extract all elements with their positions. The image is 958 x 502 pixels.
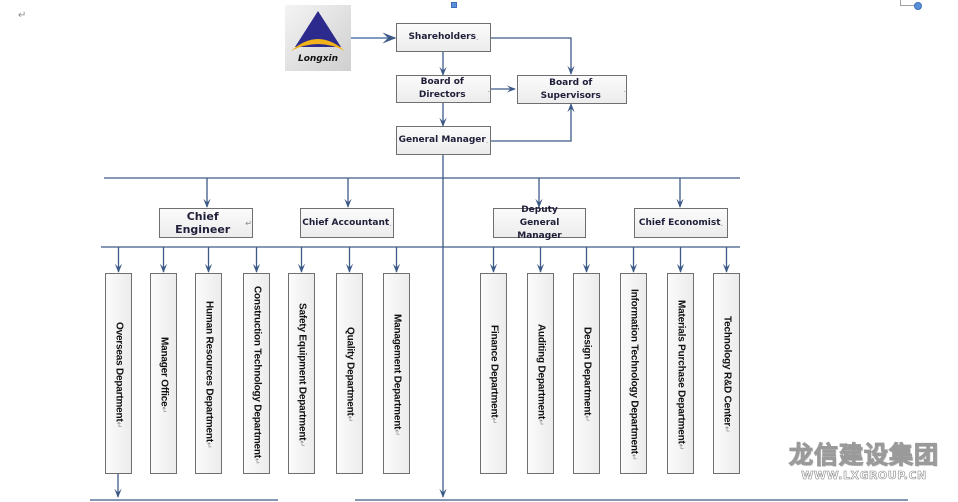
watermark-url: WWW.LXGROUP.CN xyxy=(801,469,927,483)
node-label: Chief Engineer xyxy=(175,210,231,236)
department-box[interactable]: Quality Department↵ xyxy=(336,273,363,474)
department-label: Finance Department↵ xyxy=(488,325,499,425)
connector-gm-supervisors xyxy=(491,103,575,142)
connector-shareholders-supervisors xyxy=(490,37,575,75)
return-mark-icon: ↵ xyxy=(722,426,731,433)
department-box[interactable]: Management Department↵ xyxy=(383,273,410,474)
node-chief-engineer[interactable]: Chief Engineer↵ xyxy=(159,208,253,238)
rotation-handle[interactable] xyxy=(914,2,922,10)
paragraph-return-icon: ↵ xyxy=(18,10,27,21)
node-label: Shareholders xyxy=(408,32,476,42)
watermark: 龙信建设集团 WWW.LXGROUP.CN xyxy=(776,441,952,483)
department-box[interactable]: Technology R&D Center↵ xyxy=(713,273,740,474)
node-label: Board of Directors xyxy=(418,77,466,100)
node-chief-economist[interactable]: Chief Economist. xyxy=(634,208,728,238)
return-mark-icon: ↵ xyxy=(392,428,401,436)
node-board-of-directors[interactable]: Board of Directors. xyxy=(396,75,491,103)
department-label: Auditing Department↵ xyxy=(535,323,546,426)
selection-handle[interactable] xyxy=(451,2,457,8)
return-mark-icon: ↵ xyxy=(159,405,168,413)
department-label: Quality Department↵ xyxy=(344,327,355,423)
department-label: Management Department↵ xyxy=(391,313,402,436)
department-label: Information Technology Department↵ xyxy=(628,289,639,461)
department-label: Design Department↵ xyxy=(581,327,592,422)
handle-connector xyxy=(900,0,915,6)
department-box[interactable]: Information Technology Department↵ xyxy=(620,273,647,474)
department-label: Human Resources Department↵ xyxy=(203,301,214,449)
return-mark-icon: ↵ xyxy=(536,418,545,426)
return-mark-icon: ↵ xyxy=(629,453,638,461)
return-mark-icon: ↵ xyxy=(204,441,213,449)
return-mark-icon: ↵ xyxy=(582,415,591,422)
node-shareholders[interactable]: Shareholders. xyxy=(396,23,491,52)
department-label: Safety Equipment Department↵ xyxy=(296,302,307,447)
department-label: Technology R&D Center↵ xyxy=(721,316,732,433)
return-mark-icon: ↵ xyxy=(489,417,498,425)
department-label: Construction Technology Department↵ xyxy=(251,285,262,464)
node-label: Deputy General Manager xyxy=(517,204,562,241)
return-mark-icon: ↵ xyxy=(252,457,261,464)
node-deputy-general-manager[interactable]: Deputy General Manager xyxy=(493,205,586,241)
department-box[interactable]: Safety Equipment Department↵ xyxy=(288,273,315,474)
department-label: Manager Office↵ xyxy=(158,336,169,413)
department-box[interactable]: Materials Purchase Department↵ xyxy=(667,273,694,474)
department-box[interactable]: Manager Office↵ xyxy=(150,273,177,474)
department-box[interactable]: Finance Department↵ xyxy=(480,273,507,474)
department-label: Materials Purchase Department↵ xyxy=(675,299,686,450)
logo-text: Longxin xyxy=(297,54,339,64)
node-label: Chief Accountant xyxy=(302,217,390,228)
department-box[interactable]: Human Resources Department↵ xyxy=(195,273,222,474)
department-box[interactable]: Auditing Department↵ xyxy=(527,273,554,474)
return-mark-icon: ↵ xyxy=(676,443,685,450)
department-box[interactable]: Construction Technology Department↵ xyxy=(243,273,270,474)
node-label: Board of Supervisors xyxy=(540,77,601,101)
node-label: Chief Economist xyxy=(638,217,721,228)
watermark-chinese: 龙信建设集团 xyxy=(789,441,939,470)
department-box[interactable]: Overseas Department↵ xyxy=(105,273,132,474)
node-label: General Manager xyxy=(398,135,486,145)
return-mark-icon: ↵ xyxy=(297,439,306,447)
longxin-triangle-logo-icon xyxy=(291,11,345,51)
node-board-of-supervisors[interactable]: Board of Supervisors. xyxy=(517,75,627,104)
department-box[interactable]: Design Department↵ xyxy=(573,273,600,474)
node-general-manager[interactable]: General Manager. xyxy=(396,126,491,155)
return-mark-icon: ↵ xyxy=(345,415,354,423)
return-mark-icon: ↵ xyxy=(114,421,123,428)
company-logo: Longxin xyxy=(285,5,351,71)
node-chief-accountant[interactable]: Chief Accountant. xyxy=(300,208,394,238)
department-label: Overseas Department↵ xyxy=(113,321,124,428)
